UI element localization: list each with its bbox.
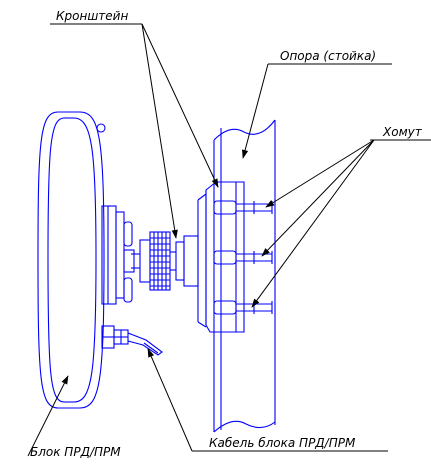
leader-unit — [27, 375, 69, 457]
label-support: Опора (стойка) — [280, 49, 376, 63]
label-unit: Блок ПРД/ПРМ — [30, 445, 121, 459]
bracket-arm — [131, 231, 199, 291]
radio-unit — [37, 111, 106, 409]
leader-clamp — [251, 139, 431, 308]
clamp-2 — [213, 250, 273, 265]
clamp-1 — [213, 200, 273, 215]
unit-rear-mount — [101, 205, 135, 305]
leader-cable — [147, 348, 388, 452]
label-clamp: Хомут — [382, 125, 423, 139]
label-cable: Кабель блока ПРД/ПРМ — [209, 436, 356, 450]
cable-gland — [101, 325, 163, 356]
support-pole — [213, 119, 276, 433]
label-bracket: Кронштейн — [56, 9, 128, 23]
leader-bracket — [50, 23, 219, 239]
clamp-3 — [213, 300, 273, 315]
leader-support — [242, 63, 392, 159]
